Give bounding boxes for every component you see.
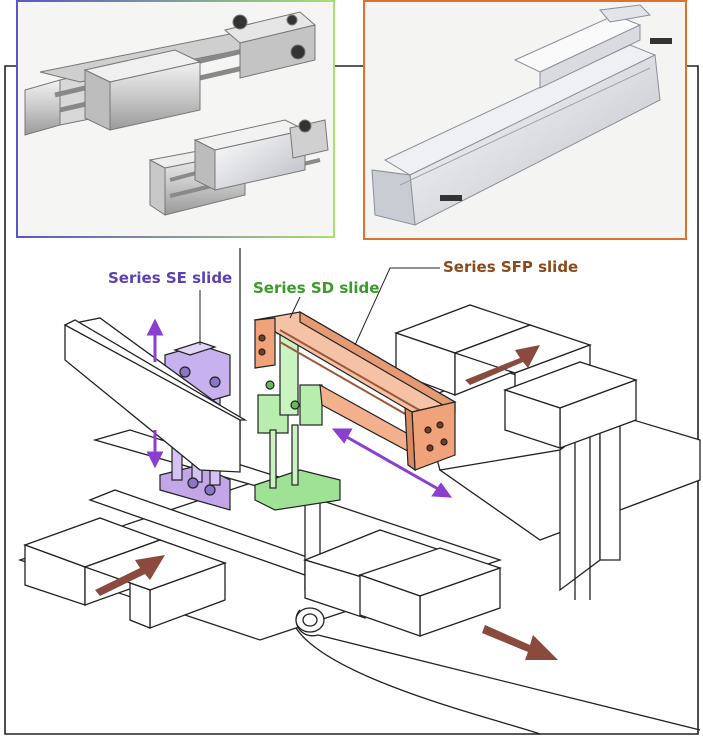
photo-se-sd-slides xyxy=(16,0,335,238)
arrow-lower-box xyxy=(95,555,165,596)
sd-slide-unit xyxy=(254,317,341,511)
arrow-exit xyxy=(482,625,558,660)
upper-boxes xyxy=(394,304,638,449)
se-motion-arrow xyxy=(146,318,164,469)
label-leaders xyxy=(199,267,440,346)
sfp-slide-unit xyxy=(253,310,457,472)
label-se-slide: Series SE slide xyxy=(108,269,232,287)
label-sfp-slide: Series SFP slide xyxy=(443,258,578,276)
pusher-beam xyxy=(63,317,248,473)
sfp-motion-arrow xyxy=(331,428,453,498)
label-sd-slide: Series SD slide xyxy=(253,279,379,297)
arrow-upper-box xyxy=(465,345,540,385)
lower-boxes xyxy=(23,517,503,637)
outer-frame xyxy=(4,65,699,735)
photo-sfp-slide xyxy=(363,0,687,240)
